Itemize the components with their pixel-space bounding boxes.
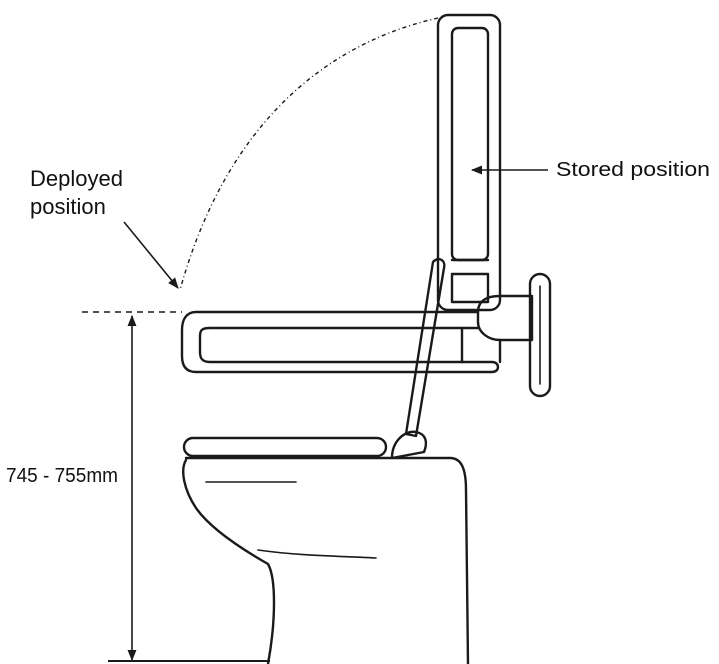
- stored-label: Stored position: [556, 159, 710, 181]
- deployed-label-line2: position: [30, 194, 106, 219]
- wall-bracket: [476, 272, 552, 398]
- stored-rail: [436, 13, 502, 312]
- support-leg: [404, 257, 446, 438]
- height-label: 745 - 755mm: [6, 465, 118, 487]
- deployed-rail: [180, 310, 502, 374]
- swing-arc: [179, 17, 439, 291]
- deployed-label-line1: Deployed: [30, 166, 123, 191]
- deployed-pointer-arrow: [123, 221, 179, 289]
- toilet: [182, 430, 470, 664]
